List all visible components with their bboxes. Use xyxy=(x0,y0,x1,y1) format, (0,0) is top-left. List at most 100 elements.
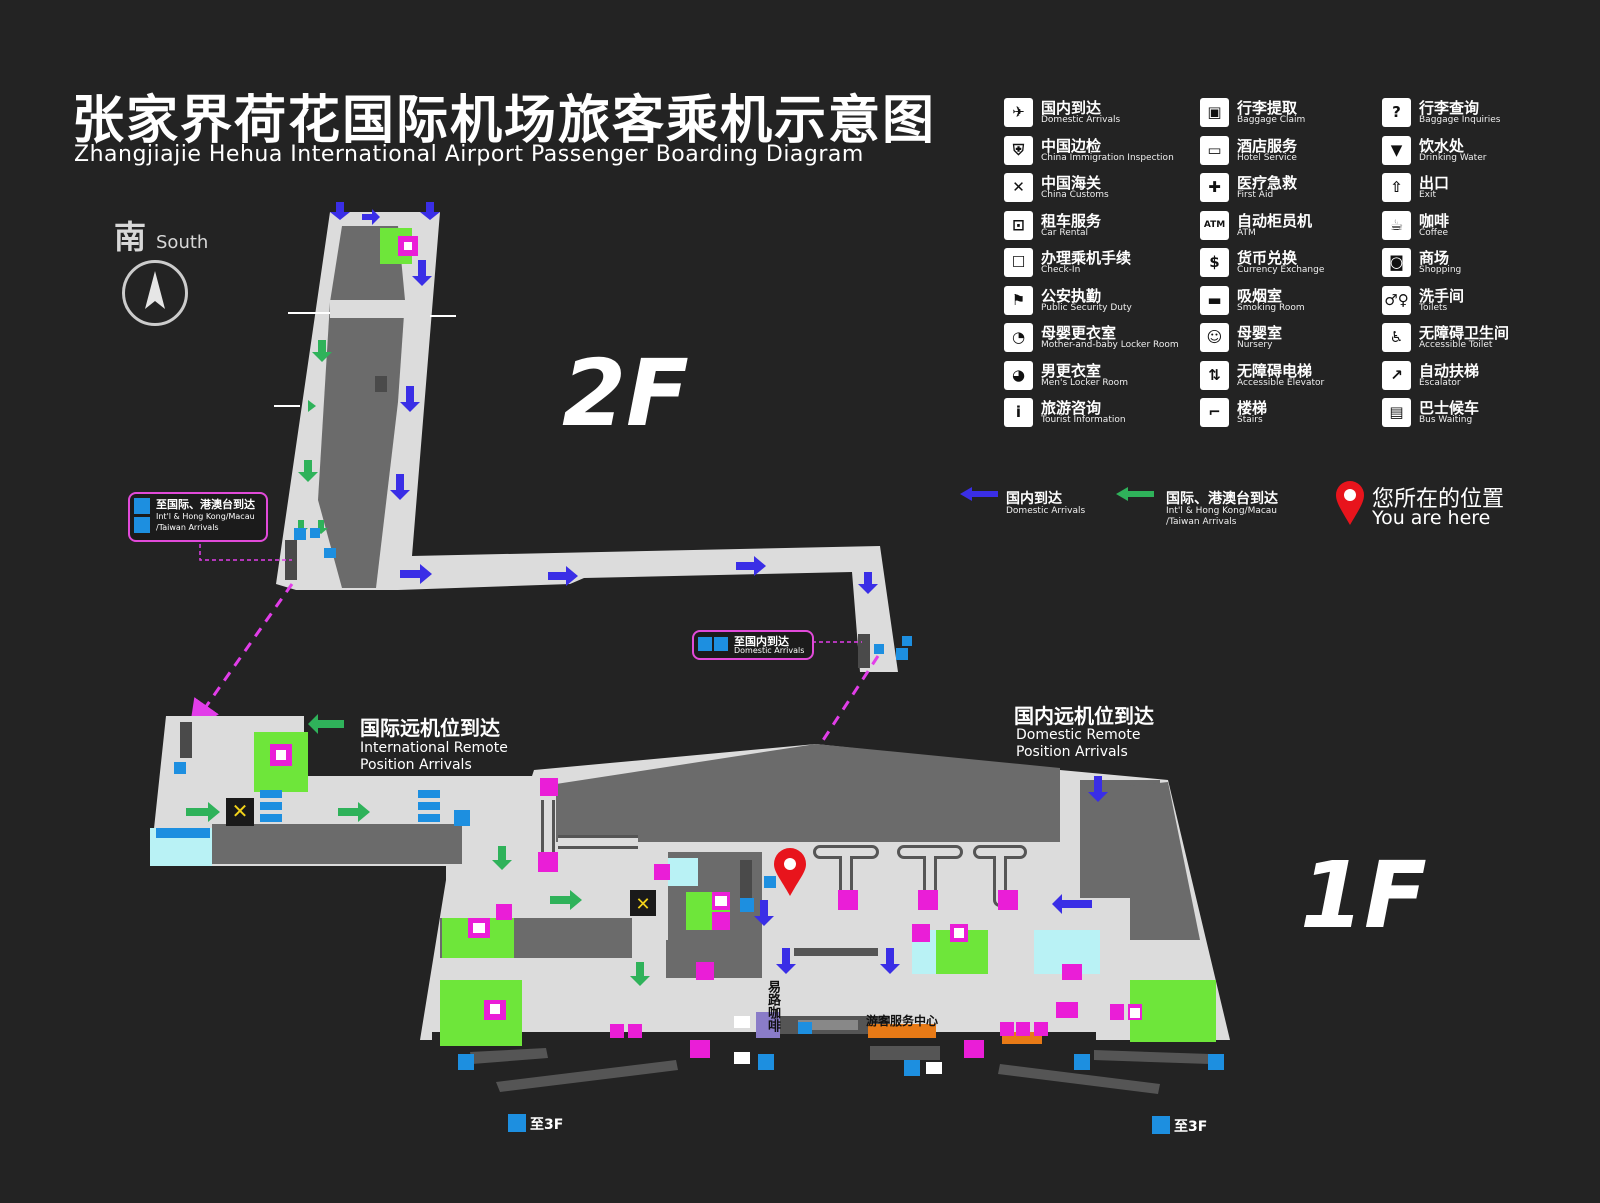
shopping-icon: ◙ xyxy=(1382,248,1411,277)
hotel-icon: ▭ xyxy=(1200,135,1229,165)
legend-label-zh: 咖啡 xyxy=(1419,211,1450,230)
legend-domestic-arrow xyxy=(960,486,1000,506)
legend-label-zh: 出口 xyxy=(1419,174,1450,192)
legend-label-zh: 巴士候车 xyxy=(1419,399,1480,417)
exit-icon: ⇧ xyxy=(1382,173,1411,202)
legend-label-en: Men's Locker Room xyxy=(1041,377,1128,388)
page-title: 张家界荷花国际机场旅客乘机示意图 xyxy=(72,91,937,151)
legend-label-en: Public Security Duty xyxy=(1041,302,1132,313)
legend-label-en: Drinking Water xyxy=(1419,152,1487,163)
legend-label-en: Coffee xyxy=(1419,227,1449,238)
to-3f-left-label: 至3F xyxy=(530,1117,564,1133)
accessible-toilet-icon: ♿ xyxy=(1382,323,1411,352)
legend-label-en: Domestic Arrivals xyxy=(1041,115,1121,125)
stairs-icon: ⌐ xyxy=(1200,398,1229,427)
legend-label-zh: 无障碍卫生间 xyxy=(1419,324,1510,342)
elevator-icon xyxy=(714,637,728,651)
compass-icon xyxy=(122,260,188,326)
legend-label-zh: 货币兑换 xyxy=(1237,249,1298,267)
legend-label-en: China Immigration Inspection xyxy=(1041,152,1174,163)
legend-label-zh: 旅游咨询 xyxy=(1041,399,1102,417)
tag-intl-zh: 至国际、港澳台到达 xyxy=(156,498,255,511)
legend-intl-en1: Int'l & Hong Kong/Macau xyxy=(1166,506,1278,516)
legend-label-zh: 行李提取 xyxy=(1237,99,1298,117)
legend-label-en: ATM xyxy=(1237,227,1256,238)
tag-intl-en1: Int'l & Hong Kong/Macau xyxy=(156,512,255,521)
escalator-icon xyxy=(698,637,712,651)
baggage-inquiry-icon: ? xyxy=(1382,98,1411,127)
legend-intl-arrow xyxy=(1116,486,1156,506)
plane-landing-icon: ✈ xyxy=(1004,98,1033,127)
first-aid-icon: ✚ xyxy=(1200,173,1229,202)
legend-label-zh: 无障碍电梯 xyxy=(1237,361,1313,380)
mother-baby-locker-icon: ◔ xyxy=(1004,323,1033,352)
legend-label-en: Hotel Service xyxy=(1237,152,1297,163)
compass-label-en: South xyxy=(156,232,209,253)
2f-arrows xyxy=(294,202,878,594)
compass-label-zh: 南 xyxy=(114,218,147,256)
tourist-info-icon: i xyxy=(1004,398,1033,427)
legend-label-zh: 公安执勤 xyxy=(1041,286,1102,305)
toilets-icon: ♂♀ xyxy=(1382,285,1411,315)
legend-label-zh: 楼梯 xyxy=(1237,399,1268,417)
floor-1f-label: 1F xyxy=(1300,842,1427,949)
legend-label-en: Accessible Elevator xyxy=(1237,377,1325,388)
legend-label-zh: 母婴室 xyxy=(1237,324,1283,342)
currency-exchange-icon: $ xyxy=(1200,248,1229,277)
coffee-shop-label: 易路咖啡 xyxy=(765,980,780,1032)
bus-icon: ▤ xyxy=(1382,398,1411,427)
drinking-water-icon: ▼ xyxy=(1382,135,1411,165)
nursery-icon: ☺ xyxy=(1200,323,1229,352)
legend-label-zh: 国内到达 xyxy=(1041,99,1102,117)
you-are-here-pin xyxy=(774,848,806,896)
legend-label-zh: 中国海关 xyxy=(1041,174,1102,192)
police-icon: ⚑ xyxy=(1004,285,1033,315)
mens-locker-icon: ◕ xyxy=(1004,360,1033,390)
legend-label-en: Escalator xyxy=(1419,377,1461,388)
legend-here-en: You are here xyxy=(1372,507,1491,529)
legend-label-en: Accessible Toilet xyxy=(1419,340,1493,350)
2f-corridor xyxy=(274,212,898,672)
legend-label-en: Tourist Information xyxy=(1041,415,1126,425)
check-in-icon: ☐ xyxy=(1004,248,1033,277)
tag-domestic-zh: 至国内到达 xyxy=(734,635,789,648)
escalator-icon: ↗ xyxy=(1382,360,1411,390)
legend-label-en: Check-In xyxy=(1041,265,1081,275)
legend-here-zh: 您所在的位置 xyxy=(1372,487,1505,512)
legend-label-en: Nursery xyxy=(1237,340,1273,350)
svg-text:✕: ✕ xyxy=(635,894,650,915)
border-badge-icon: ⛨ xyxy=(1004,135,1033,165)
legend-label-en: Mother-and-baby Locker Room xyxy=(1041,340,1179,350)
legend-label-en: Baggage Inquiries xyxy=(1419,115,1501,125)
legend-label-en: Toilets xyxy=(1419,302,1448,313)
legend-label-zh: 办理乘机手续 xyxy=(1041,249,1132,267)
page-subtitle: Zhangjiajie Hehua International Airport … xyxy=(74,142,864,167)
legend-label-zh: 母婴更衣室 xyxy=(1041,324,1117,342)
legend-label-zh: 自动柜员机 xyxy=(1237,211,1313,230)
legend-intl-en2: /Taiwan Arrivals xyxy=(1166,517,1237,527)
tag-to-intl-arrivals: 至国际、港澳台到达 Int'l & Hong Kong/Macau /Taiwa… xyxy=(128,492,268,542)
legend-label-zh: 饮水处 xyxy=(1419,136,1465,155)
tag-to-domestic-arrivals: 至国内到达 Domestic Arrivals xyxy=(692,630,814,660)
accessible-elevator-icon: ⇅ xyxy=(1200,360,1229,390)
escalator-icon xyxy=(134,498,150,514)
